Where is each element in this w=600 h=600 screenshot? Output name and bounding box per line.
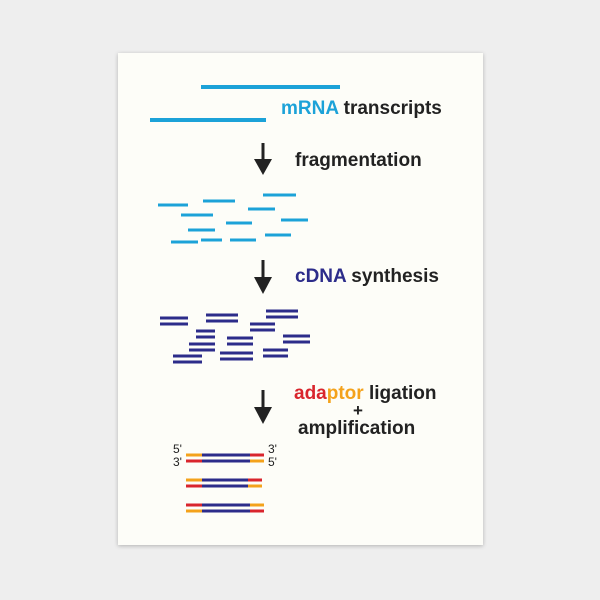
ligated-fragment (186, 478, 262, 488)
cdna-fragments (160, 309, 310, 364)
mrna-fragments (158, 193, 308, 244)
fragmentation-label: fragmentation (295, 150, 422, 171)
cdna-fragment (160, 316, 188, 326)
ligated-fragment (186, 453, 264, 463)
mrna-label: mRNA transcripts (281, 99, 442, 118)
cdna-fragment (196, 329, 215, 339)
arrow-down-icon (254, 260, 272, 294)
end-label-top-left: 5' (173, 442, 182, 456)
adaptor-red-part: ada (294, 383, 327, 404)
plus-sign: + (353, 401, 363, 420)
mrna-word: mRNA (281, 98, 339, 119)
end-label-top-right: 3' (268, 442, 277, 456)
cdna-fragment (220, 351, 253, 361)
cdna-fragment (250, 322, 275, 332)
synthesis-word: synthesis (346, 266, 439, 287)
ligation-word: ligation (363, 383, 437, 404)
cdna-word: cDNA (295, 266, 347, 287)
cdna-fragment (266, 309, 298, 319)
arrow-down-icon (254, 143, 272, 175)
end-label-bottom-right: 5' (268, 455, 277, 469)
cdna-fragment (206, 313, 238, 323)
transcripts-word: transcripts (338, 98, 442, 119)
end-label-bottom-left: 3' (173, 455, 182, 469)
cdna-fragment (173, 354, 202, 364)
arrow-down-icon (254, 390, 272, 424)
adaptor-ligation-label: adaptor ligation (294, 384, 437, 403)
poster: mRNA transcripts fragmentation cDNA synt… (118, 53, 483, 545)
cdna-fragment (283, 334, 310, 344)
cdna-fragment (263, 348, 288, 358)
cdna-fragment (189, 342, 215, 352)
diagram-graphics (150, 85, 340, 513)
mrna-transcripts (150, 85, 340, 122)
cdna-fragment (227, 336, 253, 346)
cdna-label: cDNA synthesis (295, 267, 439, 286)
adaptor-orange-part: ptor (326, 383, 364, 404)
amplification-label: amplification (298, 418, 416, 439)
ligated-fragment (186, 503, 264, 513)
